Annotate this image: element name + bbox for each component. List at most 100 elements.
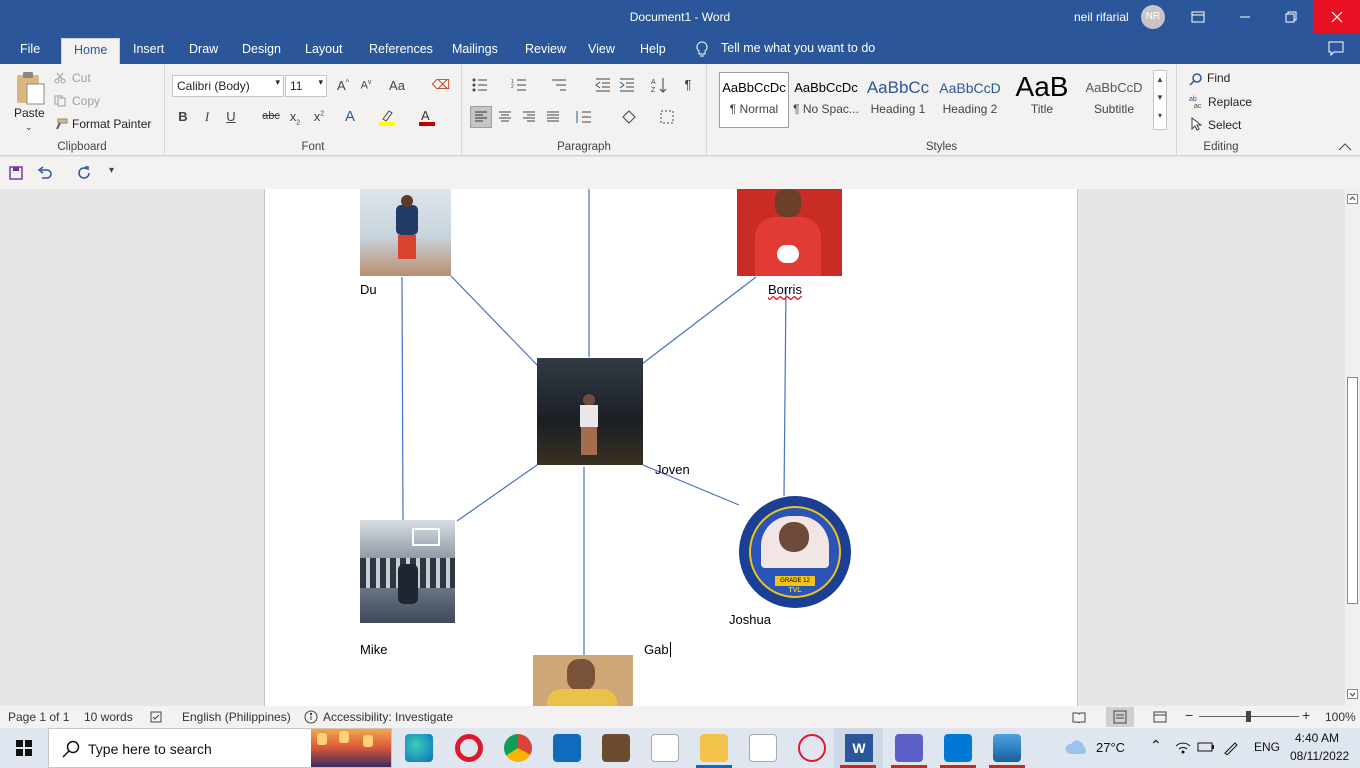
taskbar-search-box[interactable]: Type here to search <box>48 728 392 768</box>
multilevel-list-icon[interactable] <box>551 78 567 92</box>
increase-indent-icon[interactable] <box>619 78 635 92</box>
select-button[interactable]: Select <box>1208 118 1242 132</box>
font-color-icon[interactable]: A <box>418 108 436 126</box>
tab-review[interactable]: Review <box>525 42 566 56</box>
tab-help[interactable]: Help <box>640 42 666 56</box>
weather-cloud-icon[interactable] <box>1064 740 1090 756</box>
format-painter-button[interactable]: Format Painter <box>72 117 152 131</box>
subscript-icon[interactable]: x2 <box>289 109 301 127</box>
language-indicator[interactable]: English (Philippines) <box>182 710 291 724</box>
user-name[interactable]: neil rifarial <box>1074 10 1129 24</box>
input-language[interactable]: ENG <box>1254 740 1281 754</box>
show-formatting-icon[interactable]: ¶ <box>684 77 692 92</box>
photos-icon[interactable] <box>993 734 1021 762</box>
accessibility-checker[interactable]: Accessibility: Investigate <box>323 710 454 724</box>
edge-icon[interactable] <box>405 734 433 762</box>
collapse-ribbon-icon[interactable] <box>1338 142 1352 152</box>
zoom-in-button[interactable]: + <box>1302 707 1311 723</box>
tell-me-search[interactable]: Tell me what you want to do <box>721 41 876 55</box>
photo-du[interactable] <box>360 189 451 276</box>
justify-icon[interactable] <box>544 108 562 126</box>
font-size-select[interactable]: 11▾ <box>285 75 327 97</box>
teams-icon[interactable] <box>895 734 923 762</box>
chevron-down-icon[interactable]: ⌄ <box>25 122 33 132</box>
comments-icon[interactable] <box>1328 41 1344 56</box>
italic-icon[interactable]: I <box>204 109 210 124</box>
strikethrough-icon[interactable]: abc <box>262 110 280 122</box>
sort-icon[interactable]: AZ <box>651 77 667 93</box>
clear-formatting-icon[interactable]: ⌫ <box>431 77 451 92</box>
save-icon[interactable] <box>9 166 23 180</box>
bullets-icon[interactable] <box>472 78 488 92</box>
file-icon[interactable] <box>749 734 777 762</box>
photo-gab[interactable] <box>533 655 633 706</box>
store-icon[interactable] <box>553 734 581 762</box>
copy-button[interactable]: Copy <box>72 94 101 108</box>
file-icon[interactable] <box>651 734 679 762</box>
styles-gallery-scroll[interactable]: ▲▼▾ <box>1153 70 1167 130</box>
undo-icon[interactable] <box>37 166 53 180</box>
style-no-spacing[interactable]: AaBbCcDc¶ No Spac... <box>791 74 861 126</box>
clock-date[interactable]: 08/11/2022 <box>1290 749 1350 763</box>
document-page[interactable]: Du Borris Joven Mike GRADE 12 TVL Joshua <box>264 189 1078 706</box>
chrome-icon[interactable] <box>504 734 532 762</box>
battery-icon[interactable] <box>1197 740 1215 754</box>
font-name-select[interactable]: Calibri (Body)▾ <box>172 75 284 97</box>
find-button[interactable]: Find <box>1207 71 1231 85</box>
cut-button[interactable]: Cut <box>72 71 91 85</box>
align-left-button[interactable] <box>470 106 492 128</box>
word-count[interactable]: 10 words <box>84 710 133 724</box>
tab-draw[interactable]: Draw <box>189 42 219 56</box>
avatar[interactable]: NR <box>1141 5 1165 29</box>
game-app-icon[interactable] <box>602 734 630 762</box>
windows-start-icon[interactable] <box>16 740 32 756</box>
tab-home[interactable]: Home <box>61 38 121 64</box>
redo-icon[interactable] <box>77 166 91 180</box>
tab-references[interactable]: References <box>369 42 433 56</box>
pen-icon[interactable] <box>1222 739 1240 755</box>
replace-button[interactable]: Replace <box>1208 95 1253 109</box>
align-right-icon[interactable] <box>520 108 538 126</box>
paste-button[interactable]: Paste <box>14 106 45 120</box>
tab-file[interactable]: File <box>20 42 41 56</box>
weather-temperature[interactable]: 27°C <box>1096 740 1126 755</box>
decrease-indent-icon[interactable] <box>595 78 611 92</box>
change-case-icon[interactable]: Aa <box>389 78 405 93</box>
photo-joshua[interactable]: GRADE 12 TVL <box>739 496 851 608</box>
numbering-icon[interactable]: 12 <box>511 78 527 92</box>
highlight-icon[interactable] <box>378 108 396 126</box>
zoom-out-button[interactable]: − <box>1185 707 1194 723</box>
web-layout-icon[interactable] <box>1153 711 1167 723</box>
read-mode-icon[interactable] <box>1072 711 1086 723</box>
wifi-icon[interactable] <box>1175 740 1191 754</box>
photo-mike[interactable] <box>360 520 455 623</box>
line-spacing-icon[interactable] <box>574 108 592 126</box>
zoom-level[interactable]: 100% <box>1325 710 1356 724</box>
print-layout-button[interactable] <box>1106 707 1134 727</box>
page-count[interactable]: Page 1 of 1 <box>8 710 70 724</box>
clock-time[interactable]: 4:40 AM <box>1295 731 1340 745</box>
scroll-down-icon[interactable] <box>1347 689 1358 699</box>
align-center-icon[interactable] <box>496 108 514 126</box>
shading-icon[interactable] <box>620 108 638 126</box>
tab-insert[interactable]: Insert <box>133 42 165 56</box>
photo-borris[interactable] <box>737 189 842 276</box>
proofing-icon[interactable] <box>150 711 164 723</box>
vscode-icon[interactable] <box>944 734 972 762</box>
underline-icon[interactable]: U <box>226 109 236 124</box>
snipping-tool-icon[interactable] <box>798 734 826 762</box>
tab-mailings[interactable]: Mailings <box>452 42 498 56</box>
zoom-slider-thumb[interactable] <box>1246 711 1251 722</box>
folder-icon[interactable] <box>700 734 728 762</box>
vertical-scrollbar[interactable] <box>1345 189 1360 706</box>
restore-button[interactable] <box>1268 0 1314 34</box>
superscript-icon[interactable]: x2 <box>313 109 325 124</box>
ribbon-display-button[interactable] <box>1175 0 1221 34</box>
customize-toolbar-icon[interactable]: ▾ <box>109 165 115 176</box>
scroll-up-icon[interactable] <box>1347 194 1358 204</box>
minimize-button[interactable] <box>1222 0 1268 34</box>
